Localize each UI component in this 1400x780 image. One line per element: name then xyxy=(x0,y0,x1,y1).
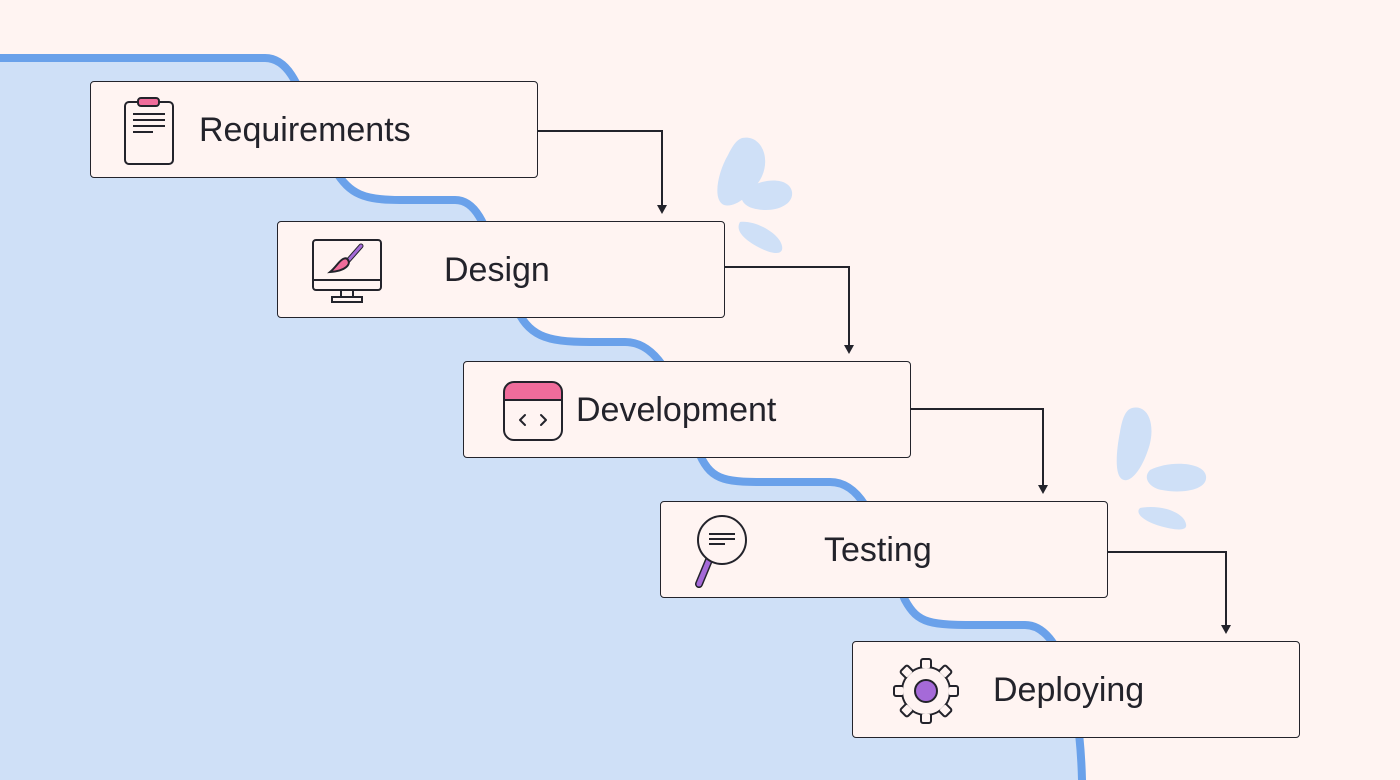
connector-requirements-design xyxy=(538,130,667,214)
step-label-testing: Testing xyxy=(824,531,932,569)
step-label-design: Design xyxy=(444,251,550,289)
magnifier-icon xyxy=(695,515,747,588)
gear-icon xyxy=(893,658,959,724)
step-development: Development xyxy=(463,361,911,458)
connector-testing-deploying xyxy=(1108,551,1231,634)
step-design: Design xyxy=(277,221,725,318)
step-label-requirements: Requirements xyxy=(199,111,411,149)
step-requirements: Requirements xyxy=(90,81,538,178)
step-label-deploying: Deploying xyxy=(993,671,1145,709)
monitor-paintbrush-icon xyxy=(312,239,382,303)
splash-decoration-upper xyxy=(717,137,793,253)
connector-development-testing xyxy=(911,408,1048,494)
clipboard-icon xyxy=(124,97,174,165)
code-window-icon xyxy=(503,381,563,441)
connector-design-development xyxy=(725,266,854,354)
splash-decoration-lower xyxy=(1116,407,1207,530)
connectors xyxy=(538,130,1231,634)
step-deploying: Deploying xyxy=(852,641,1300,738)
step-testing: Testing xyxy=(660,501,1108,598)
step-label-development: Development xyxy=(576,391,777,429)
